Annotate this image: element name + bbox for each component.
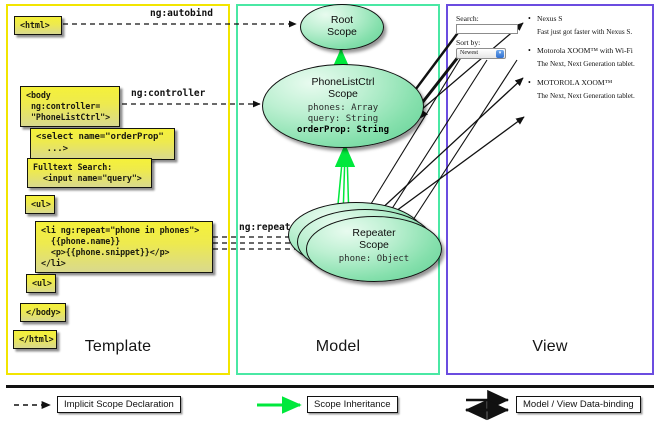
code-box-fulltext-search[interactable]: Fulltext Search: <input name="query"> bbox=[27, 158, 152, 189]
panel-label-view: View bbox=[532, 338, 568, 355]
phone-snippet: Fast just got faster with Nexus S. bbox=[537, 28, 633, 36]
code-box-ul-open[interactable]: <ul> bbox=[25, 195, 55, 215]
edge-label-ng-autobind: ng:autobind bbox=[150, 8, 213, 19]
phone-name: MOTOROLA XOOM™ bbox=[528, 78, 650, 88]
sort-select[interactable]: Newest ▾ bbox=[456, 48, 506, 60]
sort-label: Sort by: bbox=[456, 38, 481, 48]
scope-root-title-2: Scope bbox=[327, 26, 357, 39]
scope-prop-query: query: String bbox=[307, 114, 379, 125]
code-box-ul-close[interactable]: <ul> bbox=[26, 274, 56, 294]
scope-repeater[interactable]: Repeater Scope phone: Object bbox=[306, 216, 442, 282]
scope-root-title-1: Root bbox=[330, 14, 354, 26]
phone-list: Nexus S Fast just got faster with Nexus … bbox=[528, 14, 650, 110]
panel-label-model: Model bbox=[315, 338, 361, 355]
phone-snippet: The Next, Next Generation tablet. bbox=[537, 92, 635, 100]
scope-prop-phone: phone: Object bbox=[338, 253, 410, 264]
scope-phonelistctrl-title-2: Scope bbox=[328, 88, 358, 101]
scope-root[interactable]: Root Scope bbox=[300, 4, 384, 50]
scope-phonelistctrl[interactable]: PhoneListCtrl Scope phones: Array query:… bbox=[262, 64, 424, 148]
scope-repeater-title-2: Scope bbox=[359, 239, 389, 252]
code-box-body-controller[interactable]: <body ng:controller= "PhoneListCtrl"> bbox=[20, 86, 120, 128]
phone-name: Motorola XOOM™ with Wi-Fi bbox=[528, 46, 650, 56]
list-item[interactable]: Motorola XOOM™ with Wi-Fi The Next, Next… bbox=[528, 46, 650, 69]
scope-prop-phones: phones: Array bbox=[307, 102, 379, 113]
panel-template bbox=[6, 4, 230, 375]
code-box-html-close[interactable]: </html> bbox=[13, 330, 57, 350]
scope-repeater-title-1: Repeater bbox=[352, 227, 396, 239]
scope-prop-orderprop: orderProp: String bbox=[296, 125, 390, 136]
phone-snippet: The Next, Next Generation tablet. bbox=[537, 60, 635, 68]
panel-label-template: Template bbox=[84, 338, 152, 355]
chevron-down-icon: ▾ bbox=[496, 50, 504, 59]
search-input[interactable] bbox=[456, 24, 518, 35]
legend-implicit-scope-declaration: Implicit Scope Declaration bbox=[57, 396, 181, 413]
legend-scope-inheritance: Scope Inheritance bbox=[307, 396, 398, 413]
scope-phonelistctrl-title-1: PhoneListCtrl bbox=[311, 76, 375, 88]
edge-label-ng-repeat: ng:repeat bbox=[239, 222, 291, 233]
sort-select-value: Newest bbox=[460, 50, 478, 57]
search-label: Search: bbox=[456, 14, 479, 23]
panel-model bbox=[236, 4, 440, 375]
edge-label-ng-controller: ng:controller bbox=[131, 88, 206, 99]
view-content: Search: Sort by: Newest ▾ Nexus S Fast j… bbox=[456, 14, 648, 134]
legend-model-view-data-binding: Model / View Data-binding bbox=[516, 396, 641, 413]
code-box-select-orderprop[interactable]: <select name="orderProp" ...> bbox=[30, 128, 175, 160]
code-box-body-close[interactable]: </body> bbox=[20, 303, 66, 323]
code-box-li-ng-repeat[interactable]: <li ng:repeat="phone in phones"> {{phone… bbox=[35, 221, 213, 274]
list-item[interactable]: Nexus S Fast just got faster with Nexus … bbox=[528, 14, 650, 37]
phone-name: Nexus S bbox=[528, 14, 650, 24]
code-box-html-open[interactable]: <html> bbox=[14, 16, 62, 36]
legend-divider bbox=[6, 385, 654, 388]
list-item[interactable]: MOTOROLA XOOM™ The Next, Next Generation… bbox=[528, 78, 650, 101]
